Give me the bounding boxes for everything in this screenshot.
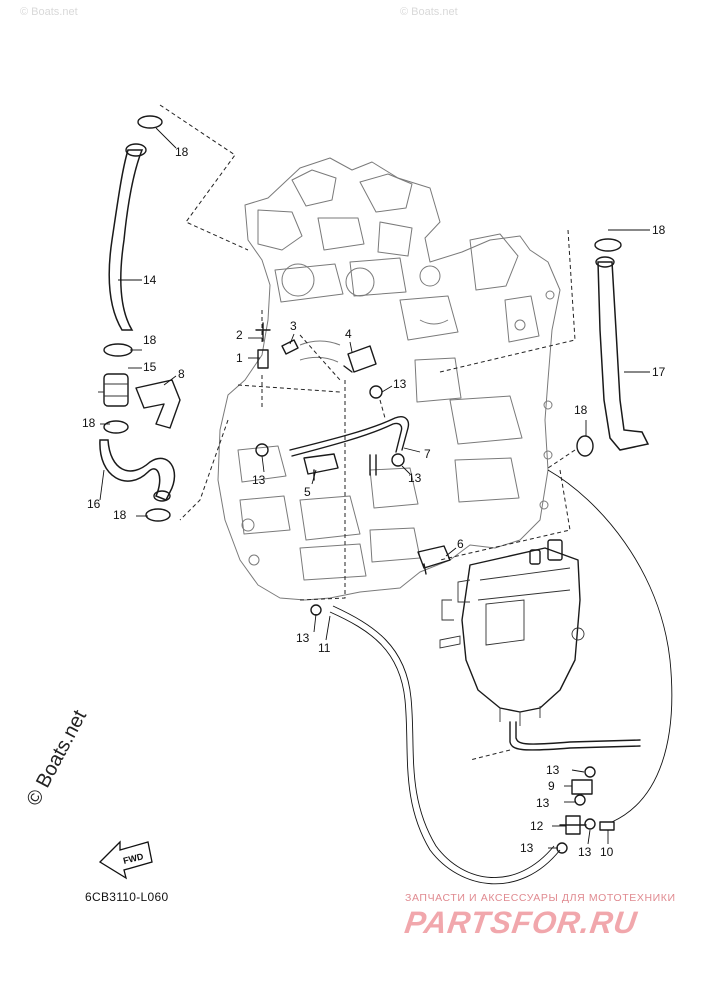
callout-17: 17 — [652, 365, 666, 379]
callout-18: 18 — [175, 145, 189, 159]
shop-logo: PARTSFOR.RU — [402, 905, 640, 940]
shop-tagline: ЗАПЧАСТИ И АКСЕССУАРЫ ДЛЯ МОТОТЕХНИКИ — [405, 892, 676, 904]
diagram-code: 6CB3110-L060 — [85, 890, 169, 904]
callout-7: 7 — [424, 447, 431, 461]
callout-10: 10 — [600, 845, 614, 859]
faint-watermark-top-left: © Boats.net — [20, 6, 78, 18]
callout-6: 6 — [457, 537, 464, 551]
vapor-separator — [439, 539, 585, 726]
callout-13: 13 — [520, 841, 534, 855]
hose-lines — [99, 143, 673, 885]
leader-lines — [99, 127, 650, 849]
callout-8: 8 — [178, 367, 185, 381]
callout-18: 18 — [82, 416, 96, 430]
callout-12: 12 — [530, 819, 544, 833]
callout-16: 16 — [87, 497, 101, 511]
callout-11: 11 — [318, 641, 331, 655]
callout-labels: 18 14 18 15 8 18 16 18 2 1 3 4 13 13 5 7… — [82, 145, 666, 859]
callout-2: 2 — [236, 328, 243, 342]
engine-block-outline — [217, 157, 561, 601]
callout-9: 9 — [548, 779, 555, 793]
fwd-arrow-icon: FWD — [98, 840, 153, 880]
callout-18: 18 — [574, 403, 588, 417]
callout-4: 4 — [345, 327, 352, 341]
callout-13: 13 — [296, 631, 310, 645]
callout-13: 13 — [546, 763, 560, 777]
fwd-label: FWD — [122, 851, 145, 866]
callout-18: 18 — [113, 508, 127, 522]
callout-13: 13 — [408, 471, 422, 485]
callout-18: 18 — [652, 223, 666, 237]
small-parts — [98, 115, 622, 854]
callout-1: 1 — [236, 351, 243, 365]
reference-lines — [159, 104, 576, 761]
callout-13: 13 — [393, 377, 407, 391]
callout-5: 5 — [304, 485, 311, 499]
callout-13: 13 — [578, 845, 592, 859]
callout-13: 13 — [252, 473, 266, 487]
callout-14: 14 — [143, 273, 157, 287]
callout-13: 13 — [536, 796, 550, 810]
faint-watermark-top-right: © Boats.net — [400, 6, 458, 18]
callout-3: 3 — [290, 319, 297, 333]
callout-15: 15 — [143, 360, 157, 374]
callout-18: 18 — [143, 333, 157, 347]
